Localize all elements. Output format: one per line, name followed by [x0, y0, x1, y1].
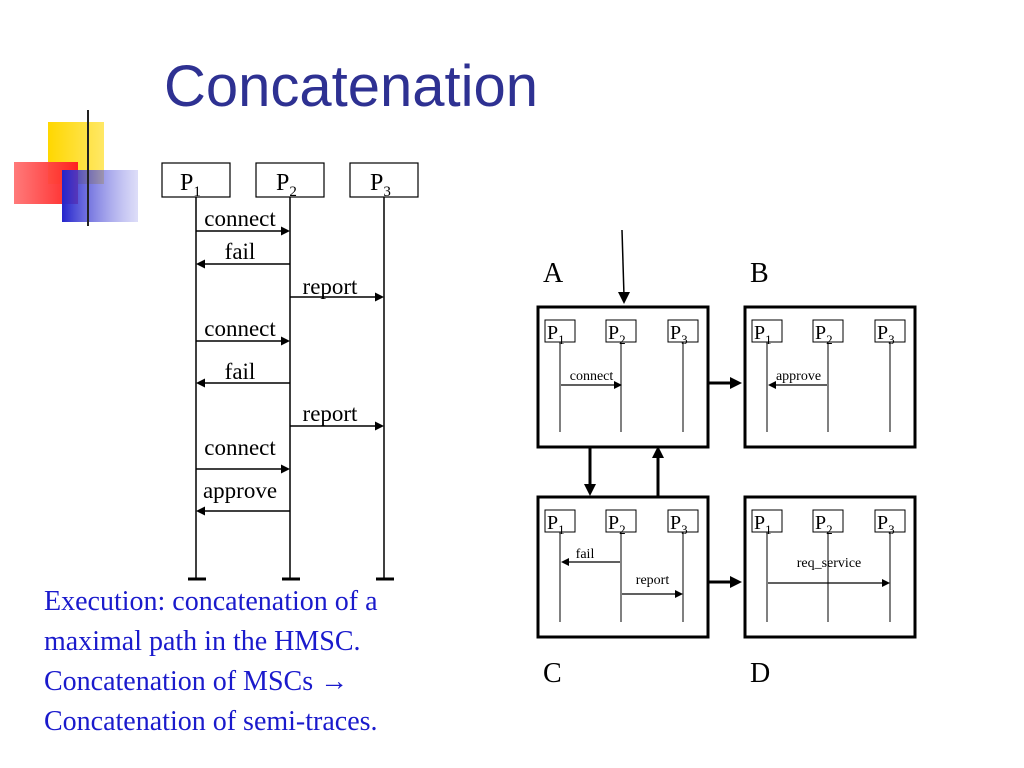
- mini-message-label: approve: [776, 369, 821, 384]
- message-label: approve: [203, 478, 277, 503]
- message-label: report: [303, 274, 359, 299]
- proc-sub: 1: [193, 184, 201, 200]
- message-arrow: [196, 464, 290, 474]
- svg-text:P3: P3: [370, 170, 391, 200]
- edge-a-to-b-head: [730, 377, 742, 389]
- edge-start-to-a-head: [618, 292, 630, 304]
- hmsc-node-b: P1 P2 P3 approve: [743, 305, 917, 449]
- message-arrow: [196, 226, 290, 236]
- mini-message-label: fail: [576, 547, 595, 562]
- mini-message-arrow: [561, 558, 620, 566]
- message-arrow: [196, 506, 290, 516]
- edge-start-to-a: [621, 229, 625, 297]
- mini-process-label: P3: [877, 512, 895, 537]
- mini-process-label: P1: [754, 512, 772, 537]
- message-label: connect: [204, 206, 276, 231]
- mini-message-arrow: [561, 381, 622, 389]
- mini-message-label: connect: [570, 369, 614, 384]
- caption-line-3: Concatenation of MSCs →: [44, 662, 484, 702]
- message-arrow: [196, 378, 290, 388]
- mini-message-arrow: [768, 579, 890, 587]
- message-label: connect: [204, 316, 276, 341]
- edge-c-to-a-head: [652, 446, 664, 458]
- hmsc-node-c: P1 P2 P3 fail report: [536, 495, 710, 639]
- mini-process-label: P3: [670, 322, 688, 347]
- left-msc-message: report: [290, 274, 384, 302]
- process-header-p1: P1: [161, 162, 231, 200]
- proc-sub: 3: [383, 184, 391, 200]
- hmsc-node-a: P1 P2 P3 connect: [536, 305, 710, 449]
- left-msc-message: connect: [196, 316, 290, 346]
- message-label: fail: [225, 239, 256, 264]
- proc-base: P: [276, 170, 289, 196]
- mini-message-arrow: [768, 381, 827, 389]
- mini-process-label: P1: [547, 512, 565, 537]
- message-arrow: [290, 292, 384, 302]
- mini-process-label: P3: [877, 322, 895, 347]
- left-msc-message: fail: [196, 359, 290, 388]
- process-header-p2: P2: [255, 162, 325, 200]
- process-header-p3: P3: [349, 162, 419, 200]
- caption-line-1: Execution: concatenation of a: [44, 586, 378, 617]
- left-msc-message: connect: [196, 206, 290, 236]
- mini-message-arrow: [622, 590, 683, 598]
- hmsc-edges: [584, 229, 742, 588]
- mini-process-label: P2: [608, 512, 626, 537]
- proc-base: P: [370, 170, 383, 196]
- mini-process-label: P1: [754, 322, 772, 347]
- mini-process-label: P2: [608, 322, 626, 347]
- message-label: fail: [225, 359, 256, 384]
- node-label-c: C: [543, 658, 562, 689]
- svg-text:P1: P1: [180, 170, 201, 200]
- message-arrow: [196, 259, 290, 269]
- left-msc-message: fail: [196, 239, 290, 269]
- proc-sub: 2: [289, 184, 297, 200]
- deco-blue-square: [62, 170, 138, 222]
- mini-message-label: req_service: [797, 556, 862, 571]
- mini-process-label: P2: [815, 322, 833, 347]
- corner-decoration: [14, 110, 990, 226]
- caption-line-3-text: Concatenation of MSCs: [44, 666, 314, 697]
- left-msc-message: approve: [196, 478, 290, 516]
- node-label-a: A: [543, 258, 564, 289]
- edge-a-to-c-head: [584, 484, 596, 496]
- caption: Execution: concatenation of a maximal pa…: [44, 582, 484, 742]
- left-msc-message: connect: [196, 435, 290, 474]
- edge-c-to-d-head: [730, 576, 742, 588]
- mini-process-label: P3: [670, 512, 688, 537]
- hmsc-node-d: P1 P2 P3 req_service: [743, 495, 917, 639]
- slide-title: Concatenation: [164, 54, 539, 119]
- mini-process-label: P2: [815, 512, 833, 537]
- proc-base: P: [180, 170, 193, 196]
- left-msc-message: report: [290, 401, 384, 431]
- right-arrow-icon: →: [320, 666, 349, 697]
- message-label: report: [303, 401, 359, 426]
- message-arrow: [196, 336, 290, 346]
- message-label: connect: [204, 435, 276, 460]
- mini-process-label: P1: [547, 322, 565, 347]
- svg-text:P2: P2: [276, 170, 297, 200]
- left-msc: P1 P2 P3 connectfailreportconnectfailrep…: [161, 162, 419, 581]
- node-label-b: B: [750, 258, 769, 289]
- node-label-d: D: [750, 658, 770, 689]
- message-arrow: [290, 421, 384, 431]
- mini-message-label: report: [636, 573, 670, 588]
- caption-line-2: maximal path in the HMSC.: [44, 626, 361, 657]
- caption-line-4: Concatenation of semi-traces.: [44, 706, 378, 737]
